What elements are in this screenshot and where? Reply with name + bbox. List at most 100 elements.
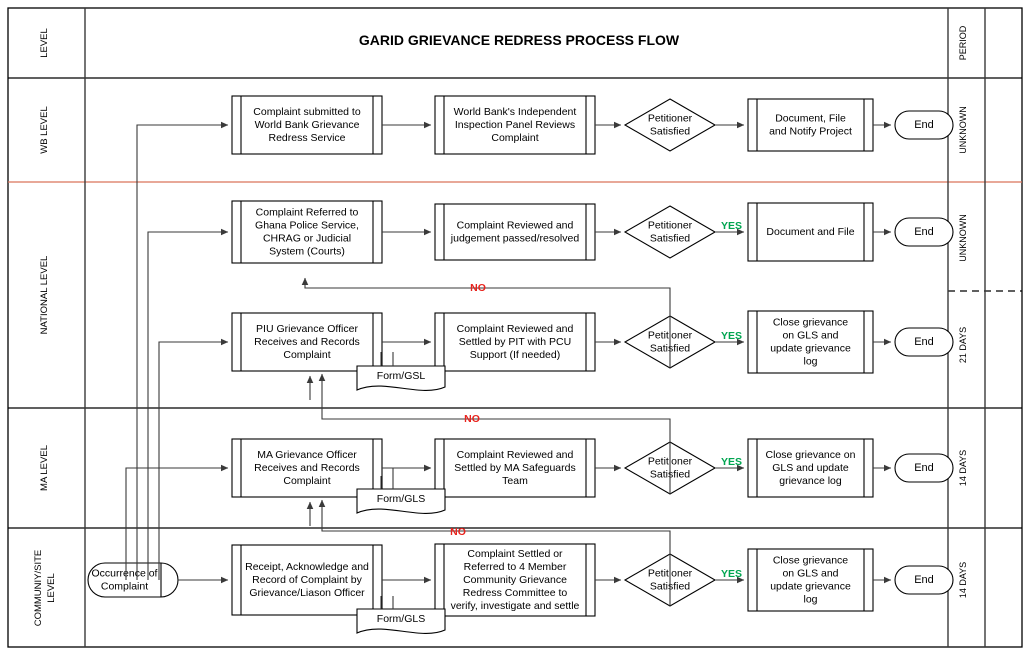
feeder-line-3 — [125, 464, 229, 580]
period-community: 14 DAYS — [958, 562, 968, 598]
ma-row-result-label: Close grievance on — [766, 449, 856, 461]
ma-row-end[interactable]: End — [894, 453, 954, 483]
form-doc-ma-body[interactable] — [356, 488, 446, 514]
period-column-header: PERIOD — [958, 25, 968, 60]
start-terminator-label: Complaint — [101, 580, 148, 592]
period-national-bottom-text: 21 DAYS — [958, 327, 968, 363]
form-doc-piu-body[interactable] — [356, 365, 446, 391]
national-courts-row-end-label: End — [914, 226, 934, 238]
diagram-title: GARID GRIEVANCE REDRESS PROCESS FLOW — [359, 32, 680, 48]
national-courts-row-decision-body[interactable] — [623, 205, 717, 259]
community-row-process-1-body[interactable] — [231, 544, 383, 616]
wb-row-process-1-body[interactable] — [231, 95, 383, 155]
lane-label-ma: MA LEVEL — [39, 445, 50, 491]
national-piu-row-result-label: on GLS and — [782, 329, 838, 341]
community-row-process-2-body[interactable] — [434, 543, 596, 617]
wb-row-result-body[interactable] — [747, 98, 874, 152]
period-ma: 14 DAYS — [958, 450, 968, 486]
lane-label-wb-text: WB LEVEL — [39, 106, 50, 154]
national-piu-row-process-1-label: Complaint — [283, 349, 330, 361]
no-path-community-to-ma — [318, 499, 671, 606]
community-row-result-label: on GLS and — [782, 567, 838, 579]
national-courts-row-result-body[interactable] — [747, 202, 874, 262]
no-label-piu-text: NO — [470, 282, 486, 294]
national-courts-row-end[interactable]: End — [894, 217, 954, 247]
national-courts-row-yes-label-text: YES — [721, 220, 742, 232]
form-doc-piu[interactable]: Form/GSL — [356, 365, 446, 391]
community-row-process-1-label: Grievance/Liason Officer — [249, 587, 365, 599]
ma-row-process-2-label: Settled by MA Safeguards — [454, 462, 575, 474]
ma-row-process-1-label: Receives and Records — [254, 462, 360, 474]
wb-row-process-2-label: Complaint — [491, 132, 538, 144]
community-row-end[interactable]: End — [894, 565, 954, 595]
national-piu-row-process-2-body[interactable] — [434, 312, 596, 372]
community-row-process-1-label: Record of Complaint by — [252, 574, 362, 586]
national-piu-row-process-2-label: Settled by PIT with PCU — [459, 336, 571, 348]
ma-row-process-1-body[interactable] — [231, 438, 383, 498]
national-piu-row-end-body[interactable] — [894, 327, 954, 357]
wb-row-decision-label: Satisfied — [650, 125, 690, 137]
community-row-result-body[interactable] — [747, 548, 874, 612]
community-row-end-body[interactable] — [894, 565, 954, 595]
national-piu-row-end[interactable]: End — [894, 327, 954, 357]
form-doc-piu-label: Form/GSL — [377, 370, 426, 382]
ma-row-yes-label-text: YES — [721, 456, 742, 468]
ma-row-process-1-label: Complaint — [283, 475, 330, 487]
lane-label-ma-text: MA LEVEL — [39, 445, 50, 491]
wb-row-process-2-body[interactable] — [434, 95, 596, 155]
national-courts-row-result[interactable]: Document and File — [747, 202, 874, 262]
period-national-top: UNKNOWN — [958, 214, 968, 262]
no-label-community: NO — [450, 526, 466, 538]
national-piu-row-result-body[interactable] — [747, 310, 874, 374]
form-stub-ma-b — [392, 464, 432, 489]
community-row-process-2-label: Community Grievance — [463, 574, 567, 586]
period-wb: UNKNOWN — [958, 106, 968, 154]
form-doc-ma-label: Form/GLS — [377, 493, 425, 505]
ma-row-result-body[interactable] — [747, 438, 874, 498]
community-row-process-2-label: Complaint Settled or — [467, 548, 563, 560]
wb-row-end-body[interactable] — [894, 110, 954, 140]
wb-row-decision-body[interactable] — [623, 98, 717, 152]
national-courts-row-process-1-label: Complaint Referred to — [256, 206, 359, 218]
national-piu-row-process-1-label: PIU Grievance Officer — [256, 323, 358, 335]
national-courts-row-process-1-body[interactable] — [231, 200, 383, 264]
wb-row-result-label: and Notify Project — [769, 125, 852, 137]
wb-row-process-1-label: World Bank Grievance — [255, 119, 360, 131]
form-doc-ma[interactable]: Form/GLS — [356, 488, 446, 514]
national-piu-row-process-2-label: Support (If needed) — [470, 349, 560, 361]
national-courts-row-process-1-label: Ghana Police Service, — [255, 219, 359, 231]
lane-label-national-text: NATIONAL LEVEL — [39, 256, 50, 335]
ma-row-process-2-body[interactable] — [434, 438, 596, 498]
national-piu-row-result-label: update grievance — [770, 342, 851, 354]
form-doc-community-body[interactable] — [356, 608, 446, 634]
form-doc-community[interactable]: Form/GLS — [356, 608, 446, 634]
level-column-header: LEVEL — [39, 28, 50, 58]
national-courts-row-process-2-body[interactable] — [434, 203, 596, 261]
wb-row-process-2-label: World Bank's Independent — [454, 106, 577, 118]
ma-row-end-body[interactable] — [894, 453, 954, 483]
community-row-end-label: End — [914, 574, 934, 586]
national-piu-row-end-label: End — [914, 336, 934, 348]
national-courts-row-end-body[interactable] — [894, 217, 954, 247]
wb-row-end[interactable]: End — [894, 110, 954, 140]
national-courts-row-result-label: Document and File — [766, 226, 854, 238]
